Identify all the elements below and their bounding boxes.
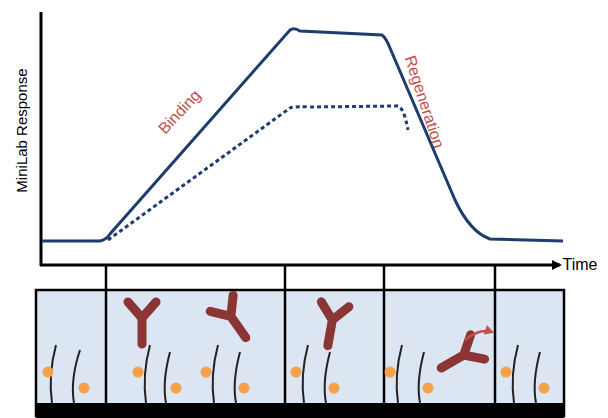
probe-stalk [303, 345, 308, 403]
y-axis [40, 12, 43, 266]
reference-curve [108, 106, 408, 240]
antibody [314, 302, 349, 348]
probe-stalk [145, 345, 150, 403]
antibody [128, 302, 156, 344]
target-dot [133, 367, 144, 378]
target-dot [385, 367, 396, 378]
probe-stalk [325, 352, 330, 403]
phase-label: Binding [155, 86, 205, 137]
panel-dividers [106, 290, 495, 403]
target-dot [43, 367, 54, 378]
probe-stalk [73, 350, 80, 403]
probe-stalk [213, 345, 218, 403]
antibody [210, 295, 257, 345]
x-axis [40, 264, 560, 267]
target-dot [291, 367, 302, 378]
antibody [434, 335, 484, 380]
release-arrow [465, 331, 492, 340]
probe-stalk [535, 352, 540, 403]
probe-stalk [419, 352, 424, 403]
y-axis-label: MiniLab Response [13, 68, 30, 192]
stage-ticks [106, 265, 495, 290]
target-dot [171, 383, 182, 394]
target-dot [501, 367, 512, 378]
sensor-panel [36, 290, 564, 416]
probe-stalk [397, 345, 402, 403]
target-dot [239, 383, 250, 394]
probe-stalk [513, 345, 518, 403]
target-dot [539, 383, 550, 394]
probe-stalk [235, 352, 240, 403]
target-dot [79, 383, 90, 394]
response-curve [42, 29, 563, 241]
sensor-surface [36, 403, 564, 418]
target-dot [423, 383, 434, 394]
target-dot [201, 367, 212, 378]
target-dot [329, 383, 340, 394]
antibodies [128, 295, 485, 380]
probe-stalk [165, 352, 170, 403]
x-axis-label: Time [563, 256, 598, 274]
phase-label: Regeneration [401, 54, 448, 151]
